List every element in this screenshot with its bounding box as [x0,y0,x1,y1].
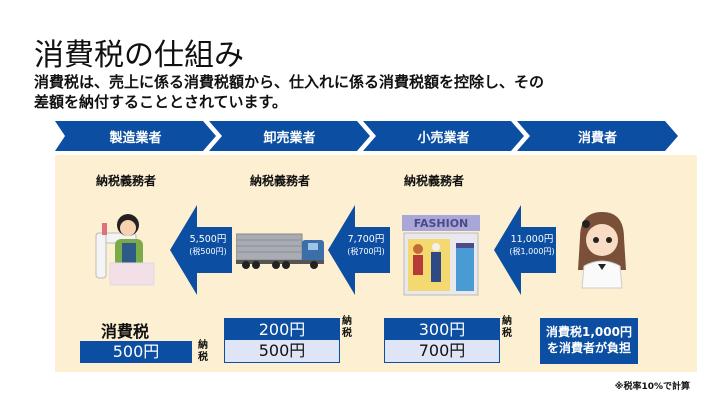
note-char: 税 [502,328,512,339]
page-subtitle: 消費税は、売上に係る消費税額から、仕入れに係る消費税額を控除し、その 差額を納付… [34,72,714,112]
note-char: 税 [342,328,352,339]
stage-retailer: 小売業者 [363,121,524,151]
wholesaler-paid-tax: 200円 [225,319,339,340]
flow-tax-3: (税1,000円) [509,247,555,256]
wholesaler-tax-box: 200円 500円 [224,318,340,363]
flow-tax-1: (税500円) [189,247,227,256]
stage-manufacturer: 製造業者 [55,121,216,151]
payment-note-retailer: 納税 [502,316,514,340]
flow-price-1: 5,500円 [189,234,227,245]
retailer-tax-box: 300円 700円 [384,318,500,363]
note-char: 納 [198,340,208,351]
stage-consumer: 消費者 [517,121,678,151]
duty-label-retailer: 納税義務者 [404,174,465,188]
subtitle-line-2: 差額を納付することとされています。 [34,93,288,111]
store-sign-text: FASHION [414,217,469,230]
sewing-worker-illustration [95,214,155,286]
retailer-paid-tax: 300円 [385,319,499,340]
footnote: ※税率10%で計算 [614,382,690,392]
flow-price-3: 11,000円 [510,234,554,245]
consumer-burden-line-1: 消費税1,000円 [546,325,632,339]
page-title: 消費税の仕組み [34,38,244,73]
note-char: 税 [198,352,208,363]
consumer-girl-illustration [578,212,626,289]
arrow-left-icon [494,205,556,295]
duty-label-wholesaler: 納税義務者 [250,174,311,188]
retailer-tax-value: 700円 [385,340,499,362]
flow-tax-2: (税700円) [347,247,385,256]
consumer-burden-box: 消費税1,000円 を消費者が負担 [540,318,638,364]
consumption-tax-label: 消費税 [100,322,149,341]
stage-wholesaler: 卸売業者 [209,121,370,151]
subtitle-line-1: 消費税は、売上に係る消費税額から、仕入れに係る消費税額を控除し、その [34,73,545,91]
wholesaler-tax-value: 500円 [225,340,339,362]
arrow-left-icon [170,205,232,295]
payment-arrow-1: 5,500円 (税500円) [170,205,232,295]
truck-illustration [236,233,324,269]
payment-arrow-3: 11,000円 (税1,000円) [494,205,556,295]
duty-label-manufacturer: 納税義務者 [96,174,157,188]
consumer-burden-line-2: を消費者が負担 [546,341,631,355]
payment-arrow-2: 7,700円 (税700円) [328,205,390,295]
payment-note-manufacturer: 納税 [198,340,210,364]
flow-price-2: 7,700円 [347,234,385,245]
arrow-left-icon [328,205,390,295]
fashion-store-illustration: FASHION [402,215,480,296]
note-char: 納 [502,316,512,327]
manufacturer-tax-value: 500円 [80,341,192,363]
note-char: 納 [342,316,352,327]
payment-note-wholesaler: 納税 [342,316,354,340]
stage-chevron-row: 製造業者 卸売業者 小売業者 消費者 [55,121,720,151]
